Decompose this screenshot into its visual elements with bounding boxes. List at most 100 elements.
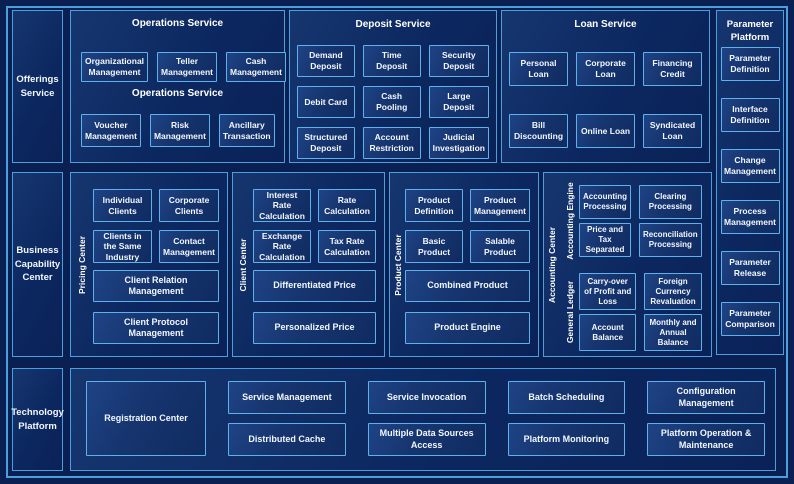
service-box-ancillary-transaction: Ancillary Transaction — [218, 114, 275, 147]
service-box-corporate-loan: Corporate Loan — [576, 52, 635, 86]
pricing-center-vertical-label: Pricing Center — [77, 235, 87, 294]
accounting-engine-strip: Accounting Engine — [560, 182, 579, 260]
capability-box-accounting-processing: Accounting Processing — [579, 185, 631, 219]
service-box-demand-deposit: Demand Deposit — [297, 45, 355, 77]
capability-box-basic-product: Basic Product — [405, 230, 464, 263]
capability-box-rate-calculation: Rate Calculation — [318, 189, 376, 222]
operations-service-panel: Operations Service Organizational Manage… — [70, 10, 286, 163]
loan-service-panel: Loan Service Personal Loan Corporate Loa… — [501, 10, 710, 163]
general-ledger-section: General Ledger Carry-over of Profit and … — [560, 273, 712, 351]
capability-box-product-engine: Product Engine — [405, 312, 530, 344]
parameter-platform-title: Parameter Platform — [726, 19, 774, 43]
operations-service-title: Operations Service — [131, 18, 224, 29]
platform-box-service-invocation: Service Invocation — [367, 381, 486, 414]
general-ledger-strip: General Ledger — [560, 273, 579, 351]
capability-box-interest-rate-calculation: Interest Rate Calculation — [253, 189, 311, 222]
capability-box-combined-product: Combined Product — [405, 270, 530, 302]
service-box-security-deposit: Security Deposit — [428, 45, 489, 77]
technology-platform-label: Technology Platform — [11, 368, 64, 471]
general-ledger-vertical-label: General Ledger — [564, 280, 575, 344]
capability-box-monthly-annual-balance: Monthly and Annual Balance — [644, 314, 702, 351]
capability-box-clients-same-industry: Clients in the Same Industry — [93, 230, 153, 263]
pricing-center-strip: Pricing Center — [71, 173, 93, 356]
pricing-center-grid: Individual Clients Corporate Clients Cli… — [93, 189, 219, 263]
capability-box-exchange-rate-calculation: Exchange Rate Calculation — [253, 230, 311, 263]
deposit-service-panel: Deposit Service Demand Deposit Time Depo… — [289, 10, 497, 163]
deposit-service-title: Deposit Service — [355, 19, 431, 30]
capability-box-product-management: Product Management — [470, 189, 530, 222]
technology-platform-panel: Registration Center Service Management D… — [70, 368, 776, 471]
service-box-interface-definition: Interface Definition — [720, 98, 780, 132]
capability-box-account-balance: Account Balance — [579, 314, 637, 351]
offerings-service-label: Offerings Service — [12, 10, 63, 163]
product-center-grid: Product Definition Product Management Ba… — [405, 189, 530, 263]
service-box-teller-management: Teller Management — [157, 52, 217, 82]
service-box-organizational-management: Organizational Management — [81, 52, 149, 82]
client-center-vertical-label: Client Center — [238, 238, 248, 291]
client-center-strip: Client Center — [233, 173, 253, 356]
service-box-large-deposit: Large Deposit — [428, 86, 489, 118]
service-box-time-deposit: Time Deposit — [362, 45, 421, 77]
product-center-panel: Product Center Product Definition Produc… — [389, 172, 539, 357]
parameter-platform-list: Parameter Definition Interface Definitio… — [717, 47, 783, 336]
platform-column-1: Service Management Distributed Cache — [228, 381, 346, 456]
service-box-financing-credit: Financing Credit — [643, 52, 702, 86]
capability-box-carry-over-profit-loss: Carry-over of Profit and Loss — [579, 273, 637, 310]
platform-box-platform-monitoring: Platform Monitoring — [507, 423, 626, 456]
business-capability-center-label: Business Capability Center — [12, 172, 63, 357]
platform-column-4: Configuration Management Platform Operat… — [647, 381, 765, 456]
accounting-engine-section: Accounting Engine Accounting Processing … — [560, 182, 712, 260]
loan-grid: Personal Loan Corporate Loan Financing C… — [509, 52, 702, 148]
platform-box-batch-scheduling: Batch Scheduling — [507, 381, 626, 414]
service-box-parameter-comparison: Parameter Comparison — [720, 302, 780, 336]
pricing-center-panel: Pricing Center Individual Clients Corpor… — [70, 172, 228, 357]
service-box-voucher-management: Voucher Management — [81, 114, 141, 147]
parameter-platform-panel: Parameter Platform Parameter Definition … — [716, 10, 784, 355]
capability-box-reconciliation-processing: Reconciliation Processing — [639, 223, 702, 257]
platform-column-2: Service Invocation Multiple Data Sources… — [367, 381, 486, 456]
service-box-parameter-release: Parameter Release — [720, 251, 780, 285]
service-box-structured-deposit: Structured Deposit — [297, 127, 355, 159]
service-box-risk-management: Risk Management — [149, 114, 210, 147]
accounting-engine-vertical-label: Accounting Engine — [564, 182, 575, 260]
service-box-cash-pooling: Cash Pooling — [362, 86, 421, 118]
platform-box-configuration-management: Configuration Management — [647, 381, 765, 414]
deposit-grid: Demand Deposit Time Deposit Security Dep… — [297, 45, 489, 159]
accounting-center-vertical-label: Accounting Center — [547, 226, 557, 303]
platform-box-registration-center: Registration Center — [86, 381, 206, 456]
service-box-process-management: Process Management — [720, 200, 780, 234]
accounting-center-strip: Accounting Center — [544, 173, 560, 356]
operations-service-subtitle: Operations Service — [131, 88, 224, 99]
loan-service-title: Loan Service — [574, 19, 637, 30]
service-box-change-management: Change Management — [720, 149, 780, 183]
platform-box-distributed-cache: Distributed Cache — [228, 423, 346, 456]
service-box-account-restriction: Account Restriction — [362, 127, 421, 159]
capability-box-personalized-price: Personalized Price — [253, 312, 376, 344]
platform-column-3: Batch Scheduling Platform Monitoring — [507, 381, 626, 456]
service-box-online-loan: Online Loan — [576, 114, 635, 148]
capability-box-salable-product: Salable Product — [470, 230, 530, 263]
service-box-cash-management: Cash Management — [226, 52, 286, 82]
capability-box-tax-rate-calculation: Tax Rate Calculation — [318, 230, 376, 263]
product-center-strip: Product Center — [390, 173, 405, 356]
platform-box-multiple-data-sources-access: Multiple Data Sources Access — [367, 423, 486, 456]
capability-box-individual-clients: Individual Clients — [93, 189, 153, 222]
capability-box-differentiated-price: Differentiated Price — [253, 270, 376, 302]
operations-row-2: Voucher Management Risk Management Ancil… — [81, 114, 275, 147]
service-box-judicial-investigation: Judicial Investigation — [428, 127, 489, 159]
accounting-center-panel: Accounting Center Accounting Engine Acco… — [543, 172, 712, 357]
service-box-debit-card: Debit Card — [297, 86, 355, 118]
service-box-personal-loan: Personal Loan — [509, 52, 568, 86]
capability-box-contact-management: Contact Management — [159, 230, 219, 263]
operations-row-1: Organizational Management Teller Managem… — [81, 52, 286, 82]
capability-box-price-tax-separated: Price and Tax Separated — [579, 223, 631, 257]
client-center-grid: Interest Rate Calculation Rate Calculati… — [253, 189, 376, 263]
capability-box-foreign-currency-revaluation: Foreign Currency Revaluation — [644, 273, 702, 310]
service-box-parameter-definition: Parameter Definition — [720, 47, 780, 81]
client-center-panel: Client Center Interest Rate Calculation … — [232, 172, 385, 357]
capability-box-product-definition: Product Definition — [405, 189, 464, 222]
capability-box-corporate-clients: Corporate Clients — [159, 189, 219, 222]
capability-box-clearing-processing: Clearing Processing — [639, 185, 702, 219]
capability-box-client-relation-management: Client Relation Management — [93, 270, 219, 302]
